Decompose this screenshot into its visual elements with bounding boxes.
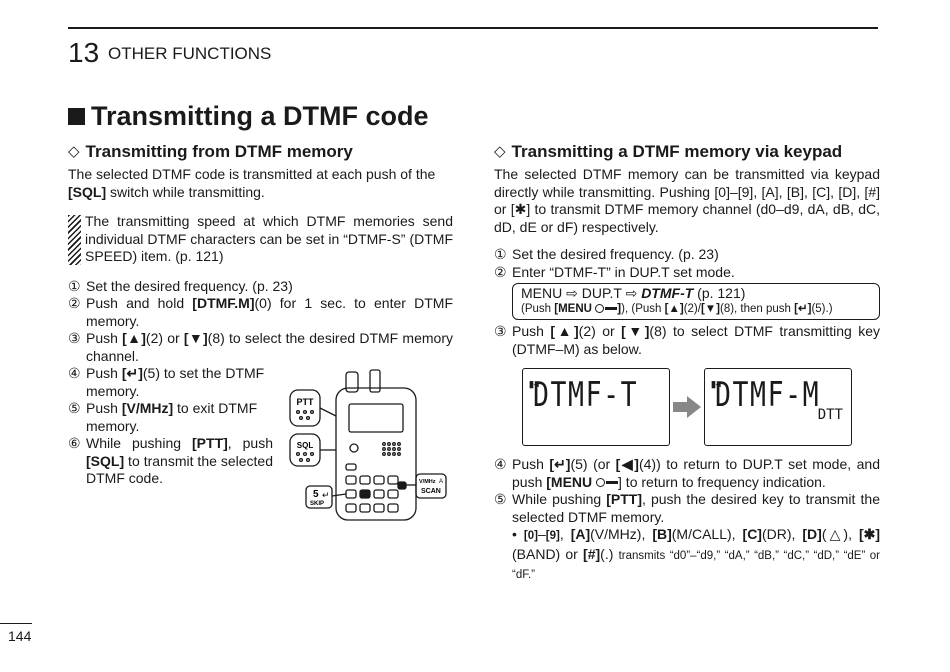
lcd-dtmf-m: ▮◂ DTMF-M DTT (704, 368, 852, 446)
left-subtitle-text: Transmitting from DTMF memory (85, 142, 353, 161)
section-title-text: Transmitting a DTMF code (91, 101, 429, 131)
step-2: ② Enter “DTMF-T” in DUP.T set mode. (494, 263, 735, 280)
page-number-rule (0, 623, 32, 624)
step-1: ① Set the desired frequency. (p. 23) (494, 246, 719, 262)
speaker-grille-icon (382, 442, 401, 456)
chapter-title: OTHER FUNCTIONS (108, 44, 272, 63)
lcd-dtmf-t: ▮◂ DTMF-T (522, 368, 670, 446)
step-3: ③ Push [▲](2) or [▼](8) to select DTMF t… (494, 323, 881, 357)
step-4: ④ Push [↵](5) (or [◀](4)) to return to D… (494, 456, 880, 490)
diamond-icon: ◇ (494, 143, 506, 160)
enter-glyph-icon: ↵ (322, 490, 330, 500)
lcd-right-text: DTMF-M (715, 375, 821, 415)
left-intro: The selected DTMF code is transmitted at… (68, 166, 436, 200)
a-label: A (439, 479, 443, 485)
lcd-right-sub: DTT (817, 407, 843, 423)
step-5: ⑤ Push [V/MHz] to exit DTMF memory. (68, 400, 258, 434)
chapter-number: 13 (68, 37, 100, 68)
key-icon (596, 478, 619, 488)
scan-label: SCAN (421, 488, 441, 495)
keypad-icon (345, 475, 407, 513)
key-icon (595, 304, 618, 314)
section-square-icon (68, 107, 85, 125)
step-4: ④ Push [↵](5) to set the DTMF memory. (68, 365, 265, 399)
sql-label: SQL (297, 441, 314, 450)
radio-illustration: PTT SQL 5 ↵ SKIP V/MHz A SCAN (289, 369, 447, 521)
step-3: ③ Push [▲](2) or [▼](8) to select the de… (68, 330, 453, 364)
left-steps: ① Set the desired frequency. (p. 23) ② P… (68, 278, 453, 488)
scan-key-icon (415, 473, 447, 499)
menu-path-box: MENU ⇨ DUP.T ⇨ DTMF-T (p. 121) (Push [ME… (512, 283, 880, 320)
step-6: ⑥ While pushing [PTT], push [SQL] to tra… (68, 435, 274, 486)
arrow-right-icon (670, 396, 704, 418)
sql-dots-icon (295, 451, 315, 463)
step-2: ② Push and hold [DTMF.M](0) for 1 sec. t… (68, 295, 453, 329)
radio-screen-icon (348, 403, 404, 433)
knob-left-icon (345, 371, 359, 393)
radio-body-icon (335, 387, 417, 521)
left-subtitle: ◇ Transmitting from DTMF memory (68, 141, 453, 163)
right-subtitle: ◇ Transmitting a DTMF memory via keypad (494, 141, 880, 163)
note-text: The transmitting speed at which DTMF mem… (85, 213, 453, 264)
lcd-row: ▮◂ DTMF-T ▮◂ DTMF-M DTT (522, 368, 880, 446)
step-1: ① Set the desired frequency. (p. 23) (68, 277, 293, 294)
section-title: Transmitting a DTMF code (68, 100, 429, 132)
lcd-mark-icon: ▮◂ (711, 379, 721, 389)
note: The transmitting speed at which DTMF mem… (68, 213, 453, 266)
note-hatch-icon (68, 215, 81, 265)
antenna-icon (369, 369, 381, 393)
menu-path: MENU ⇨ DUP.T ⇨ DTMF-T (p. 121) (521, 285, 746, 301)
top-rule (68, 27, 878, 29)
key5-label: 5 (313, 489, 319, 500)
right-intro: The selected DTMF memory can be transmit… (494, 166, 880, 235)
skip-label: SKIP (310, 501, 324, 507)
right-steps: ① Set the desired frequency. (p. 23) ② E… (494, 246, 880, 585)
ptt-label: PTT (297, 397, 315, 407)
sql-bubble-icon (289, 433, 321, 467)
key-bullet: • [0]–[9], [A](V/MHz), [B](M/CALL), [C](… (512, 526, 881, 581)
ptt-bubble-icon (289, 389, 321, 427)
right-subtitle-text: Transmitting a DTMF memory via keypad (511, 142, 843, 161)
left-column: ◇ Transmitting from DTMF memory The sele… (68, 141, 453, 488)
menu-instructions: (Push [MENU ]]), (Push [▲](2)/[▼](8), th… (521, 303, 833, 315)
step-5: ⑤ While pushing [PTT], push the desired … (494, 491, 880, 525)
vmhz-label: V/MHz (419, 479, 436, 485)
right-column: ◇ Transmitting a DTMF memory via keypad … (494, 141, 880, 585)
diamond-icon: ◇ (68, 143, 80, 160)
ptt-dots-icon (295, 409, 315, 421)
page-number: 144 (8, 628, 32, 644)
lcd-left-text: DTMF-T (533, 375, 639, 415)
lcd-mark-icon: ▮◂ (529, 379, 539, 389)
skip-key-icon (305, 485, 333, 509)
